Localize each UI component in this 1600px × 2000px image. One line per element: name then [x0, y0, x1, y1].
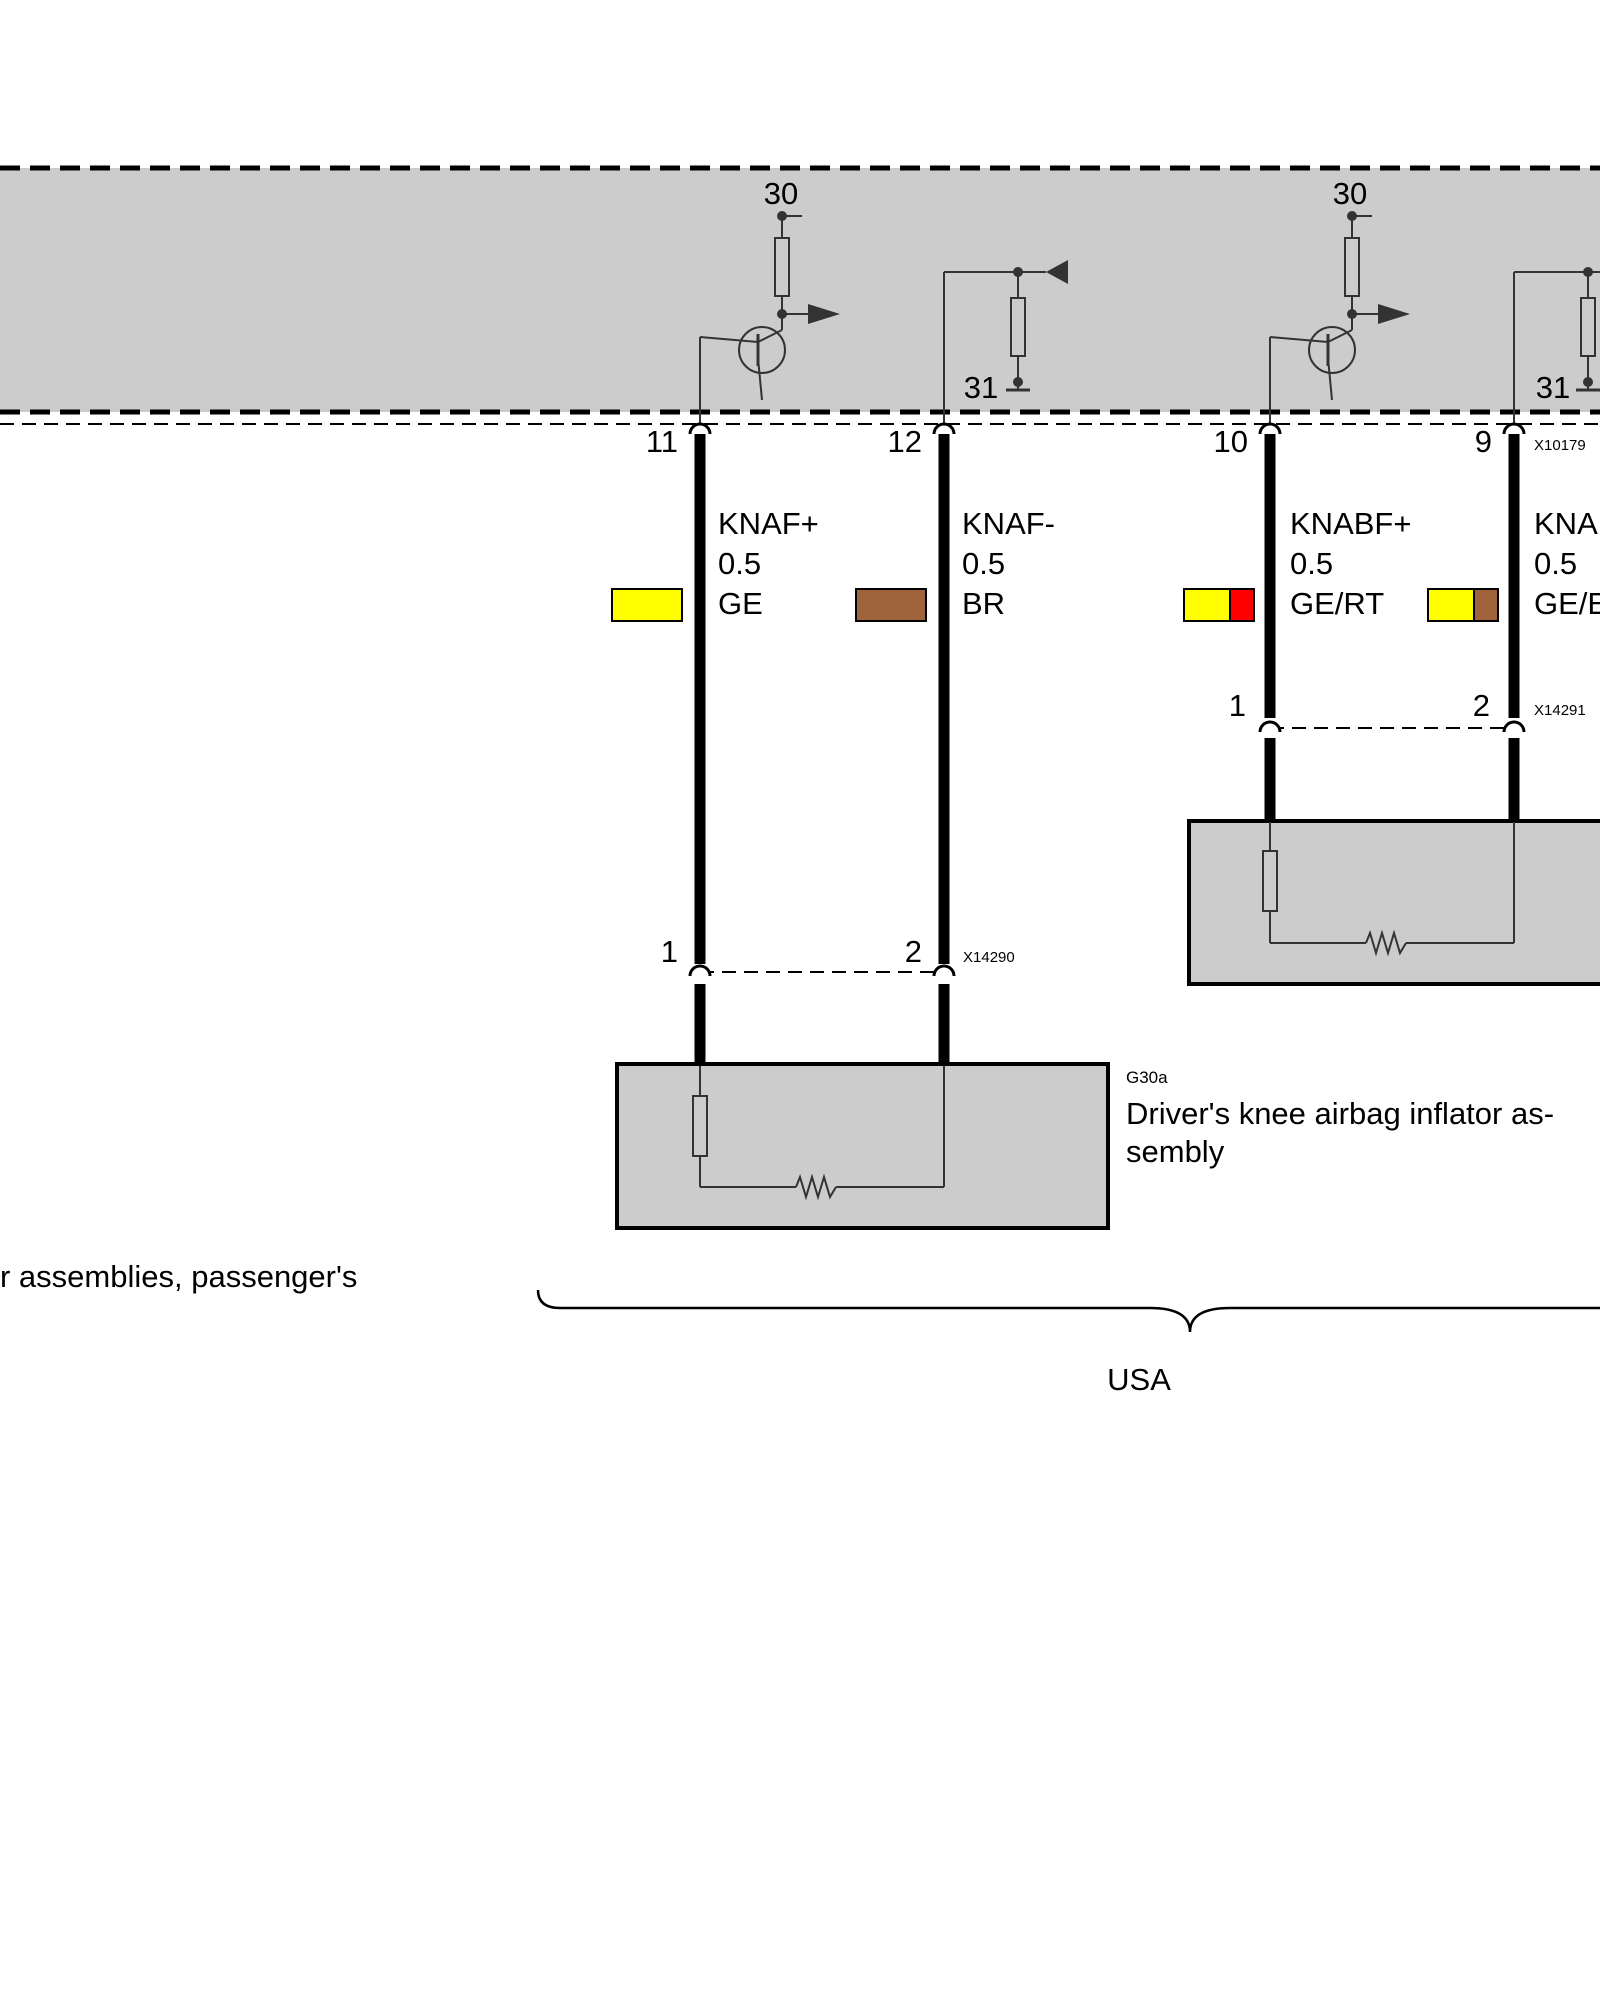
connector-x14290: 1 2 X14290: [661, 934, 1015, 977]
terminal-30-label: 30: [764, 176, 798, 211]
wire-color-swatch: [1428, 589, 1474, 621]
control-module: 30 30 31 31: [0, 165, 1600, 425]
module-pin-caps: [688, 422, 1526, 435]
wire-color-swatch-stripe: [1230, 589, 1254, 621]
connector-id: X14290: [963, 949, 1015, 966]
left-annotation: r assemblies, passenger's: [0, 1259, 357, 1294]
module-pin-9: 9: [1475, 424, 1492, 459]
component-code: G30a: [1126, 1068, 1168, 1087]
module-pin-10: 10: [1214, 424, 1248, 459]
terminal-30-label: 30: [1333, 176, 1367, 211]
module-pin-12: 12: [888, 424, 922, 459]
svg-text:KNAF-: KNAF-: [962, 506, 1055, 541]
terminal-31-label: 31: [1536, 370, 1570, 405]
node-dot: [1583, 377, 1593, 387]
component-name-line2: sembly: [1126, 1134, 1225, 1169]
svg-text:KNA: KNA: [1534, 506, 1598, 541]
terminal-31-label: 31: [964, 370, 998, 405]
passenger-knee-airbag-component: [1187, 819, 1600, 986]
svg-text:KNABF+: KNABF+: [1290, 506, 1411, 541]
wire-color-swatch-stripe: [1474, 589, 1498, 621]
module-connector-id: X10179: [1534, 437, 1586, 454]
svg-text:KNAF+: KNAF+: [718, 506, 819, 541]
connector-pin: 2: [905, 934, 922, 969]
svg-text:0.5: 0.5: [1534, 546, 1577, 581]
svg-text:0.5: 0.5: [962, 546, 1005, 581]
wire-label-knabf-plus: KNABF+ 0.5 GE/RT: [1183, 506, 1411, 622]
module-body: [0, 168, 1600, 412]
svg-text:0.5: 0.5: [718, 546, 761, 581]
wire-label-knaf-minus: KNAF- 0.5 BR: [855, 506, 1055, 622]
svg-text:BR: BR: [962, 586, 1005, 621]
component-name-line1: Driver's knee airbag inflator as-: [1126, 1096, 1554, 1131]
node-dot: [1013, 377, 1023, 387]
svg-text:GE/E: GE/E: [1534, 586, 1600, 621]
node-dot: [1347, 211, 1357, 221]
svg-text:GE/RT: GE/RT: [1290, 586, 1384, 621]
node-dot: [777, 309, 787, 319]
usa-brace: [536, 1289, 1600, 1333]
wire-color-swatch: [611, 588, 683, 622]
svg-text:GE: GE: [718, 586, 763, 621]
high-side-driver-1: [699, 215, 840, 424]
svg-text:0.5: 0.5: [1290, 546, 1333, 581]
wire-color-swatch: [855, 588, 927, 622]
wire-label-knaf-plus: KNAF+ 0.5 GE: [611, 506, 819, 622]
connector-pin: 1: [1229, 688, 1246, 723]
wire-color-swatch: [1184, 589, 1230, 621]
node-dot: [777, 211, 787, 221]
wire-harness: [694, 428, 1520, 1064]
drivers-knee-airbag-component: G30a Driver's knee airbag inflator as- s…: [615, 1062, 1554, 1230]
module-pin-11: 11: [646, 424, 678, 459]
node-dot: [1583, 267, 1593, 277]
brace-label: USA: [1107, 1362, 1171, 1397]
connector-x14291: 1 2 X14291: [1229, 688, 1586, 733]
connector-pin: 2: [1473, 688, 1490, 723]
connector-id: X14291: [1534, 702, 1586, 719]
node-dot: [1347, 309, 1357, 319]
connector-pin: 1: [661, 934, 678, 969]
wire-label-kna: KNA 0.5 GE/E: [1427, 506, 1600, 622]
node-dot: [1013, 267, 1023, 277]
